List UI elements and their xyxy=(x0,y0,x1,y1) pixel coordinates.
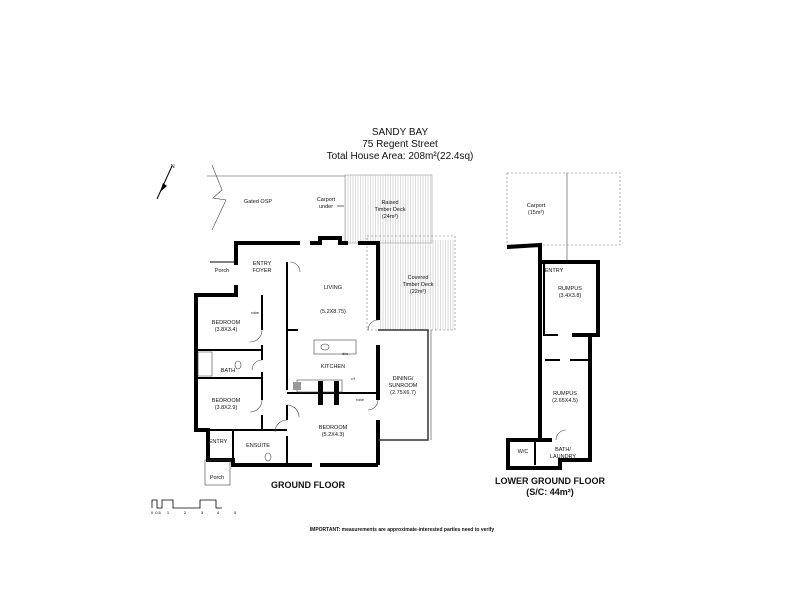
kitchen-label: KITCHEN xyxy=(321,364,345,370)
ground-floor-title: GROUND FLOOR xyxy=(271,480,345,490)
bedroom3-size: (5.2X4.3) xyxy=(322,432,345,438)
scale-tick: 0.5 xyxy=(155,510,161,515)
robe-label: robe xyxy=(251,310,260,315)
bath-label: BATH xyxy=(221,368,235,374)
carport-under-label-2: under xyxy=(319,204,333,210)
bath-laundry-label: BATH/ xyxy=(555,447,571,453)
lower-entry-label: ENTRY xyxy=(545,268,564,274)
total-area: Total House Area: 208m²(22.4sq) xyxy=(327,151,474,162)
dishwasher-label: d/w xyxy=(342,351,348,356)
bedroom1-size: (3.8X3.4) xyxy=(215,327,238,333)
gated-osp-label: Gated OSP xyxy=(244,199,272,205)
toilet-icon xyxy=(234,360,242,370)
entry-label: ENTRY xyxy=(209,439,228,445)
bedroom1-label: BEDROOM xyxy=(212,320,241,326)
door-swings xyxy=(249,261,379,433)
carport-label: Carport xyxy=(527,203,546,209)
scale-tick: 3 xyxy=(201,510,204,515)
bedroom2-size: (3.8X2.9) xyxy=(215,405,238,411)
cooktop-icon xyxy=(293,382,301,390)
scale-tick: 1 xyxy=(167,510,170,515)
carport-area xyxy=(506,172,621,246)
carport-area-label: (15m²) xyxy=(528,210,544,216)
lower-floor-walls xyxy=(506,242,600,470)
bedroom2-label: BEDROOM xyxy=(212,398,241,404)
sunroom-walls xyxy=(378,329,432,441)
raised-deck-label: Timber Deck xyxy=(375,207,406,213)
bedroom3-label: BEDROOM xyxy=(319,425,348,431)
living-label: LIVING xyxy=(324,285,342,291)
covered-deck-label: Timber Deck xyxy=(403,282,434,288)
bathtub-icon xyxy=(197,351,213,377)
lower-floor-subtitle: (S/C: 44m²) xyxy=(526,487,574,497)
porch-label: Porch xyxy=(210,475,224,481)
rumpus1-label: RUMPUS xyxy=(558,286,582,292)
rumpus2-label: RUMPUS xyxy=(553,391,577,397)
stool-icon xyxy=(318,381,323,405)
porch-label: Porch xyxy=(215,268,229,274)
porch-bottom xyxy=(204,459,231,486)
toilet-icon xyxy=(264,452,272,462)
dining-label: SUNROOM xyxy=(389,383,418,389)
covered-deck xyxy=(378,240,454,330)
ensuite-label: ENSUITE xyxy=(246,443,270,449)
wc-label: W/C xyxy=(518,449,529,455)
entry-foyer-label: FOYER xyxy=(253,268,272,274)
svg-text:N: N xyxy=(171,164,175,170)
rumpus2-size: (2.65X4.5) xyxy=(552,398,578,404)
scale-tick: 4 xyxy=(217,510,220,515)
scale-tick: 5 xyxy=(234,510,237,515)
kitchen-island xyxy=(313,339,357,355)
fridge-label: r/f xyxy=(351,376,355,381)
north-arrow-icon: N xyxy=(156,164,175,200)
raised-deck-area: (24m²) xyxy=(382,214,398,220)
raised-deck-label: Raised xyxy=(381,200,398,206)
stool-icon xyxy=(334,381,339,405)
carport-under-label: Carport xyxy=(317,197,336,203)
ground-floor-walls xyxy=(194,236,380,467)
dining-size: (2.75X6.7) xyxy=(390,390,416,396)
scale-tick: 2 xyxy=(184,510,187,515)
scale-bar xyxy=(151,499,222,509)
raised-deck xyxy=(344,174,433,244)
entry-foyer-label: ENTRY xyxy=(253,261,272,267)
covered-deck-label: Covered xyxy=(408,275,429,281)
dining-label: DINING/ xyxy=(393,376,414,382)
address-title: 75 Regent Street xyxy=(362,139,438,150)
robe-label: robe xyxy=(356,397,365,402)
sink-icon xyxy=(320,343,330,351)
covered-deck-area: (22m²) xyxy=(410,289,426,295)
suburb-title: SANDY BAY xyxy=(372,127,429,138)
disclaimer: IMPORTANT: measurements are approximate-… xyxy=(310,527,495,533)
scale-tick: 0 xyxy=(151,510,154,515)
living-size: (5.2X8.75) xyxy=(320,309,346,315)
site-boundary xyxy=(207,164,345,231)
lower-floor-title: LOWER GROUND FLOOR xyxy=(495,476,605,486)
rumpus1-size: (3.4X3.8) xyxy=(559,293,582,299)
bath-laundry-label: LAUNDRY xyxy=(550,454,577,460)
